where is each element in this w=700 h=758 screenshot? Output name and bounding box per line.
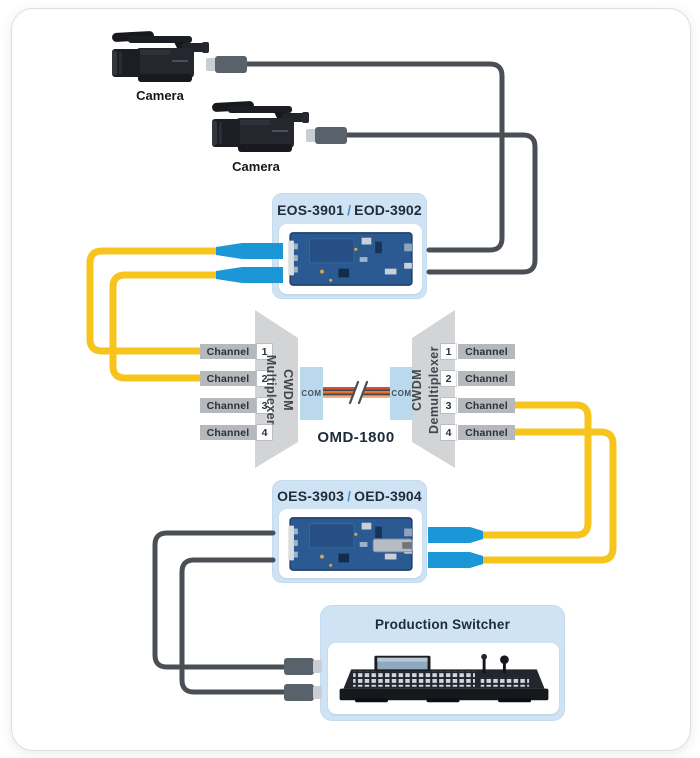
- demux-channel-2-label: Channel: [458, 371, 515, 386]
- production-switcher-title: Production Switcher: [321, 617, 564, 632]
- mux-channel-3-number: 3: [257, 398, 272, 413]
- encoder-panel: [279, 224, 422, 294]
- mux-name-line2: Multiplexer: [264, 354, 278, 426]
- encoder-title-separator: /: [347, 202, 352, 218]
- decoder-circuit-board-image: [287, 515, 415, 573]
- mux-channel-3-label: Channel: [200, 398, 256, 413]
- decoder-panel: [279, 509, 422, 578]
- mux-com-port: COM: [300, 367, 323, 420]
- demux-channel-4-label: Channel: [458, 425, 515, 440]
- demux-channel-1-number: 1: [441, 344, 456, 359]
- decoder-title-separator: /: [347, 488, 352, 504]
- mux-channel-2-number: 2: [257, 371, 272, 386]
- camera-2-label: Camera: [232, 159, 280, 174]
- demux-name-line2: Demultiplexer: [427, 346, 441, 434]
- production-switcher-box: Production Switcher: [320, 605, 565, 721]
- decoder-model-a: OES-3903: [277, 488, 345, 504]
- encoder-box-title: EOS-3901/EOD-3902: [273, 202, 426, 218]
- cwdm-multiplexer-name: CWDM Multiplexer: [260, 320, 296, 460]
- encoder-model-b: EOD-3902: [354, 202, 422, 218]
- mux-channel-1-number: 1: [257, 344, 272, 359]
- camera-1-label: Camera: [136, 88, 184, 103]
- mux-channel-4-number: 4: [257, 425, 272, 440]
- cwdm-demultiplexer-name: CWDM Demultiplexer: [409, 320, 445, 460]
- demux-channel-1-label: Channel: [458, 344, 515, 359]
- production-switcher-image: [336, 650, 552, 708]
- decoder-model-b: OED-3904: [354, 488, 422, 504]
- demux-com-port: COM: [390, 367, 413, 420]
- encoder-circuit-board-image: [287, 230, 415, 288]
- mux-channel-1-label: Channel: [200, 344, 256, 359]
- decoder-box: OES-3903/OED-3904: [272, 480, 427, 583]
- decoder-box-title: OES-3903/OED-3904: [273, 488, 426, 504]
- encoder-model-a: EOS-3901: [277, 202, 345, 218]
- production-switcher-panel: [328, 643, 559, 714]
- mux-channel-2-label: Channel: [200, 371, 256, 386]
- encoder-box: EOS-3901/EOD-3902: [272, 193, 427, 299]
- omd-1800-label: OMD-1800: [317, 429, 395, 446]
- demux-channel-3-label: Channel: [458, 398, 515, 413]
- demux-channel-3-number: 3: [441, 398, 456, 413]
- demux-name-line1: CWDM: [410, 369, 424, 411]
- mux-name-line1: CWDM: [281, 369, 295, 411]
- sfp-module-tip: [401, 541, 412, 549]
- demux-channel-2-number: 2: [441, 371, 456, 386]
- mux-channel-4-label: Channel: [200, 425, 256, 440]
- demux-channel-4-number: 4: [441, 425, 456, 440]
- production-switcher-title-text: Production Switcher: [374, 617, 511, 632]
